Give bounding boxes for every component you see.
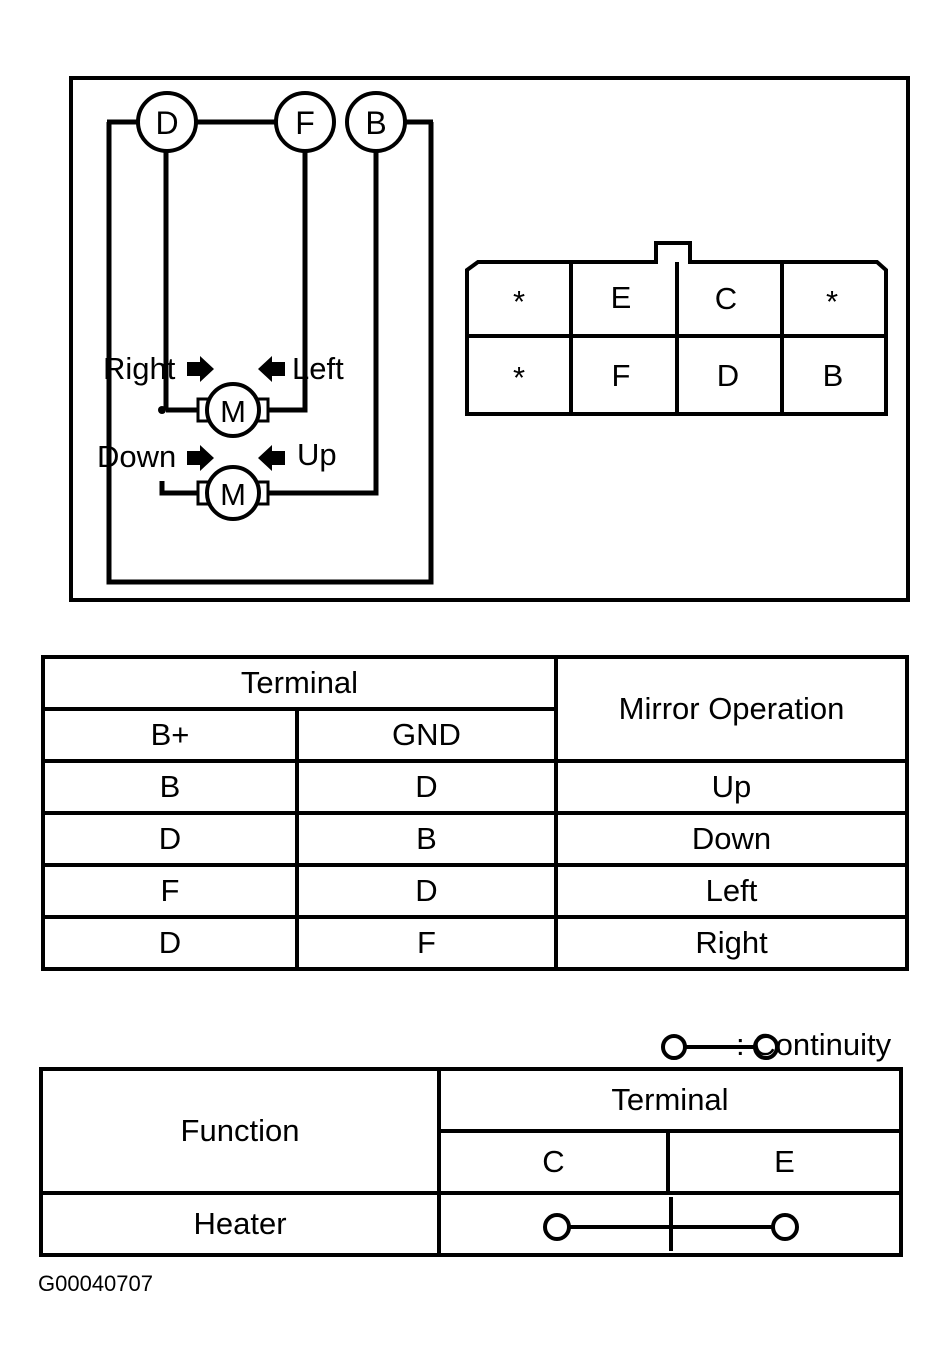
motor-horizontal: M (196, 382, 270, 438)
operation-cell: Down (554, 811, 909, 867)
motor-horizontal-label: M (220, 394, 246, 429)
mirror-operation-header: Mirror Operation (554, 655, 909, 763)
table-row: Heater (39, 1191, 903, 1257)
junction-dot (158, 406, 166, 414)
mirror-operation-table: Terminal Mirror Operation B+ GND B D Up … (41, 655, 909, 971)
table-row: F D Left (41, 863, 909, 919)
terminal-b: B (345, 91, 407, 153)
continuity-cell (437, 1191, 903, 1257)
connector-cell: C (715, 281, 737, 316)
circuit-wiring (106, 119, 434, 585)
arrow-left-icon (258, 356, 285, 382)
label-down: Down (97, 439, 176, 474)
gnd-cell: F (295, 915, 558, 971)
function-header: Function (39, 1067, 441, 1195)
continuity-legend-label: : Continuity (736, 1027, 892, 1062)
terminal-f-label: F (295, 105, 315, 141)
bplus-cell: D (41, 811, 299, 867)
figure-code: G00040707 (38, 1271, 153, 1296)
connector-cell: E (611, 280, 632, 315)
arrow-up-icon (258, 445, 285, 471)
terminal-d: D (136, 91, 198, 153)
connector-cell: * (826, 284, 838, 319)
bplus-cell: B (41, 759, 299, 815)
table-row: B D Up (41, 759, 909, 815)
bplus-cell: D (41, 915, 299, 971)
bplus-header: B+ (41, 707, 299, 763)
connector-cell: F (612, 358, 631, 393)
continuity-legend-icon (661, 1034, 779, 1060)
terminal-group-header: Terminal (41, 655, 558, 711)
continuity-indicator-icon (543, 1197, 799, 1251)
connector-cell: * (513, 284, 525, 319)
bplus-cell: F (41, 863, 299, 919)
table-row: D B Down (41, 811, 909, 867)
label-left: Left (292, 351, 344, 386)
operation-cell: Left (554, 863, 909, 919)
connector-cell: B (823, 358, 844, 393)
terminal-c-header: C (437, 1129, 670, 1195)
gnd-cell: D (295, 863, 558, 919)
gnd-cell: B (295, 811, 558, 867)
label-right: Right (103, 351, 176, 386)
gnd-cell: D (295, 759, 558, 815)
terminal-b-label: B (365, 105, 386, 141)
motor-vertical-label: M (220, 477, 246, 512)
label-up: Up (297, 437, 337, 472)
motor-vertical: M (196, 465, 270, 521)
function-terminal-table: Function Terminal C E Heater (39, 1067, 903, 1257)
operation-cell: Up (554, 759, 909, 815)
terminal-e-header: E (666, 1129, 903, 1195)
diagram-frame (69, 76, 910, 602)
table-row: D F Right (41, 915, 909, 971)
arrow-down-icon (187, 445, 214, 471)
terminal-d-label: D (155, 105, 178, 141)
terminal-group-header: Terminal (437, 1067, 903, 1133)
connector-face (465, 241, 888, 416)
terminal-f: F (274, 91, 336, 153)
connector-cell: * (513, 360, 525, 395)
diagram-panel: D F B M M Right Left Down Up * E C (69, 76, 910, 602)
function-cell: Heater (39, 1191, 441, 1257)
connector-cells: * E C * * F D B (513, 280, 843, 395)
arrow-right-icon (187, 356, 214, 382)
gnd-header: GND (295, 707, 558, 763)
connector-cell: D (717, 358, 739, 393)
operation-cell: Right (554, 915, 909, 971)
